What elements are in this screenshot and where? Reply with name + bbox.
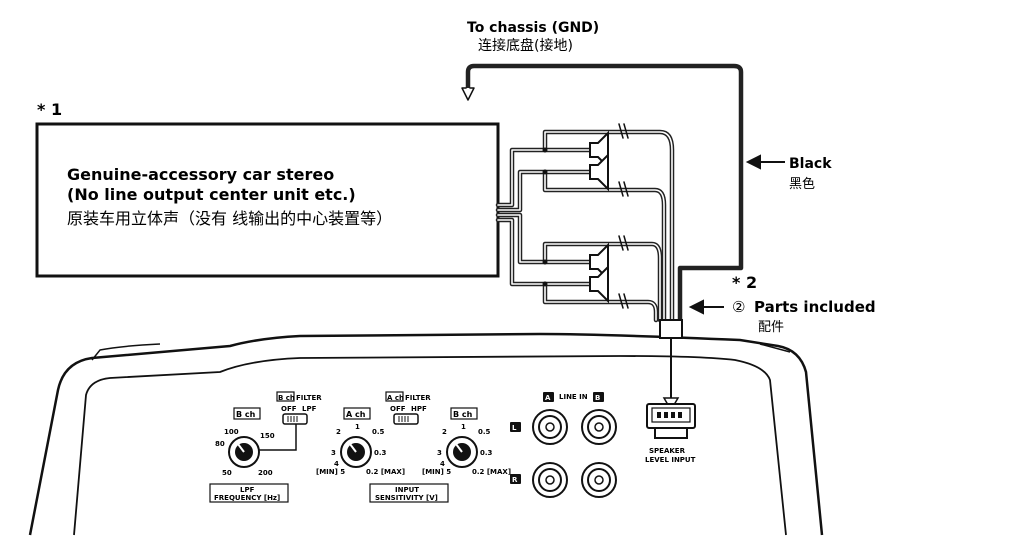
black-wire-label-zh: 黑色: [789, 176, 815, 192]
a-sens-tick: [MIN] 5: [316, 468, 345, 476]
a-sens-tick: 2: [336, 428, 341, 436]
stereo-title-zh: 原装车用立体声（没有 线输出的中心装置等）: [67, 209, 392, 228]
lpf-tick: 100: [224, 428, 239, 436]
arrow-left-icon: [688, 299, 724, 315]
lpf-label-sub: FREQUENCY [Hz]: [214, 494, 280, 502]
rca-jack-a-r[interactable]: [532, 462, 568, 498]
chassis-label: To chassis (GND): [467, 20, 599, 36]
a-sens-tick: 4: [334, 460, 339, 468]
a-sens-tick: 0.5: [372, 428, 385, 436]
b-ch-filter-word: FILTER: [296, 394, 322, 402]
sensitivity-label-sub: SENSITIVITY [V]: [375, 494, 438, 502]
parts-label: Parts included: [754, 298, 876, 316]
speaker-input-label: SPEAKER: [649, 447, 686, 455]
a-sens-tick: 3: [331, 449, 336, 457]
b-sens-tick: 4: [440, 460, 445, 468]
sensitivity-label: INPUT: [395, 486, 419, 494]
lpf-tick: 50: [222, 469, 232, 477]
rca-jack-b-r[interactable]: [581, 462, 617, 498]
b-sens-tick: 3: [437, 449, 442, 457]
lpf-label: LPF: [240, 486, 255, 494]
lpf-tick: 150: [260, 432, 275, 440]
black-wire-label: Black: [789, 156, 832, 172]
parts-label-zh: 配件: [758, 320, 784, 335]
a-ch-sensitivity-knob[interactable]: [340, 436, 372, 468]
chassis-label-zh: 连接底盘(接地): [478, 37, 573, 54]
lpf-frequency-knob[interactable]: [228, 436, 260, 468]
speaker-icon: [589, 152, 609, 192]
lpf-knob-ch: B ch: [236, 410, 256, 419]
b-sens-tick: 2: [442, 428, 447, 436]
a-sens-tick: 0.2 [MAX]: [366, 468, 405, 476]
amplifier-body: [28, 332, 824, 536]
footnote-2: * 2: [732, 273, 757, 292]
b-sens-tick: 0.2 [MAX]: [472, 468, 511, 476]
b-ch-filter-ch: B ch: [278, 394, 295, 402]
line-in-row-r: R: [512, 476, 518, 484]
a-ch-filter-word: FILTER: [405, 394, 431, 402]
line-in-title: LINE IN: [559, 393, 588, 401]
speaker-level-input-jack: [646, 403, 696, 439]
line-in-col-b: B: [595, 394, 600, 402]
lpf-tick: 80: [215, 440, 225, 448]
b-sens-tick: 0.5: [478, 428, 491, 436]
a-ch-filter-switch[interactable]: [393, 413, 419, 425]
speaker-input-label-sub: LEVEL INPUT: [645, 456, 696, 464]
parts-number: ②: [732, 298, 745, 316]
line-in-row-l: L: [512, 424, 517, 432]
a-ch-filter-mode: HPF: [411, 405, 427, 413]
a-sens-tick: 0.3: [374, 449, 387, 457]
a-sens-ch: A ch: [346, 410, 366, 419]
stereo-subtitle: (No line output center unit etc.): [67, 185, 356, 204]
b-sens-tick: [MIN] 5: [422, 468, 451, 476]
b-ch-sensitivity-knob[interactable]: [446, 436, 478, 468]
b-sens-tick: 1: [461, 423, 466, 431]
b-ch-filter-switch[interactable]: [282, 413, 308, 425]
b-sens-tick: 0.3: [480, 449, 493, 457]
footnote-1: * 1: [37, 100, 62, 119]
b-ch-filter-mode: LPF: [302, 405, 317, 413]
speaker-icon: [589, 264, 609, 304]
a-ch-filter-ch: A ch: [387, 394, 404, 402]
car-stereo-box: [35, 122, 500, 278]
lpf-tick: 200: [258, 469, 273, 477]
line-in-col-a: A: [545, 394, 551, 402]
a-sens-tick: 1: [355, 423, 360, 431]
arrow-left-icon: [745, 154, 785, 170]
a-ch-filter-off: OFF: [390, 405, 406, 413]
speaker-wire-harness: [461, 63, 744, 323]
b-ch-filter-off: OFF: [281, 405, 297, 413]
stereo-title: Genuine-accessory car stereo: [67, 165, 334, 184]
rca-jack-a-l[interactable]: [532, 409, 568, 445]
b-sens-ch: B ch: [453, 410, 473, 419]
harness-connector: [659, 319, 683, 412]
rca-jack-b-l[interactable]: [581, 409, 617, 445]
